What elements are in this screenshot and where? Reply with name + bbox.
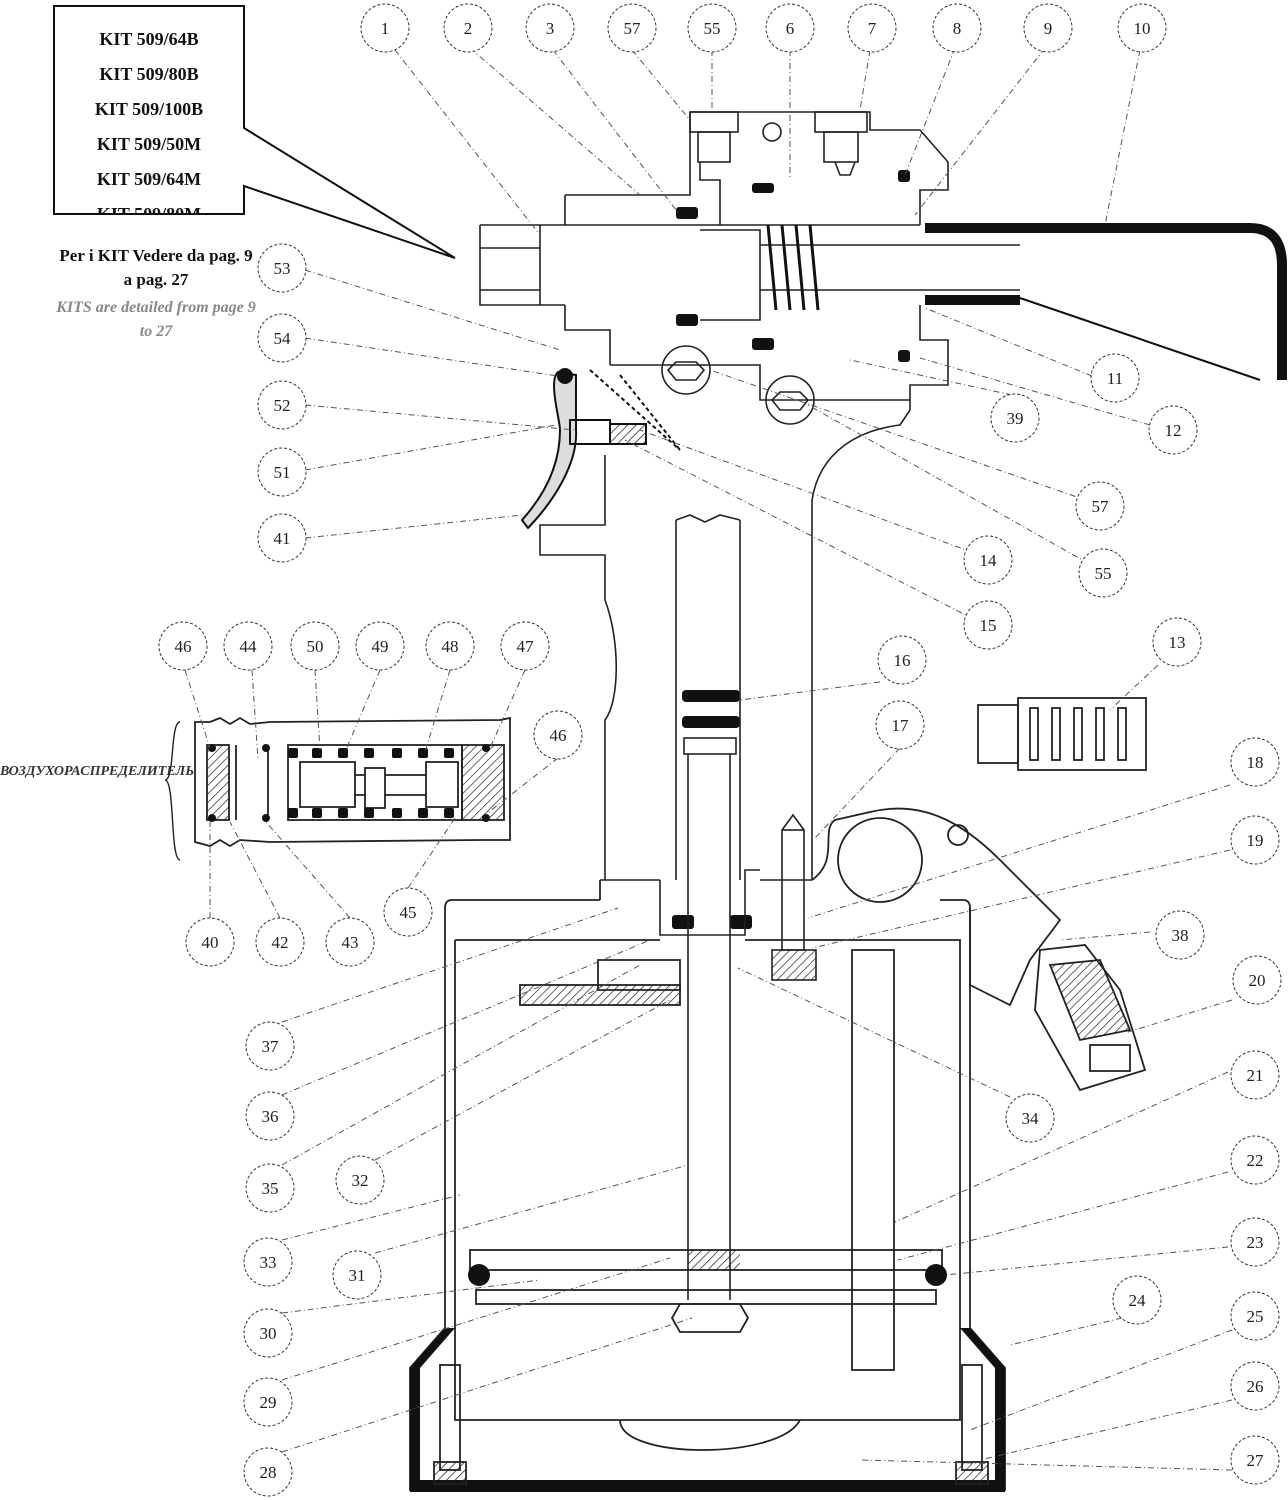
callout-42: 42: [272, 933, 289, 952]
callout-markers: [158, 3, 1282, 1497]
callout-32: 32: [352, 1171, 369, 1190]
callout-27: 27: [1247, 1451, 1265, 1470]
callout-46-right: 46: [550, 726, 567, 745]
callout-48: 48: [442, 637, 459, 656]
cylinder-bottom-cap: [410, 1250, 1005, 1492]
spring-part: [766, 224, 820, 311]
callout-49: 49: [372, 637, 389, 656]
callout-22: 22: [1247, 1151, 1264, 1170]
callout-6: 6: [786, 19, 795, 38]
kit-item: KIT 509/50M: [96, 134, 202, 154]
callout-40: 40: [202, 933, 219, 952]
callout-53: 53: [274, 259, 291, 278]
callout-23: 23: [1247, 1233, 1264, 1252]
callout-35: 35: [262, 1179, 279, 1198]
callout-8: 8: [953, 19, 962, 38]
callout-29: 29: [260, 1393, 277, 1412]
callout-16: 16: [894, 651, 911, 670]
filter-part-13: [977, 697, 1147, 771]
callout-1: 1: [381, 19, 390, 38]
callout-54: 54: [274, 329, 292, 348]
callout-52: 52: [274, 396, 291, 415]
kit-item: KIT 509/100B: [94, 99, 204, 119]
leader-lines: [184, 47, 1233, 1471]
callout-55-side: 55: [1095, 564, 1112, 583]
callout-10: 10: [1134, 19, 1151, 38]
callout-45: 45: [400, 903, 417, 922]
callout-31: 31: [349, 1266, 366, 1285]
air-distributor-detail: [164, 716, 511, 861]
callout-43: 43: [342, 933, 359, 952]
callout-19: 19: [1247, 831, 1264, 850]
callout-15: 15: [980, 616, 997, 635]
callout-34: 34: [1022, 1109, 1040, 1128]
kit-item: KIT 509/80B: [99, 64, 199, 84]
callout-51: 51: [274, 463, 291, 482]
callout-7: 7: [868, 19, 877, 38]
callout-36: 36: [262, 1107, 279, 1126]
callout-18: 18: [1247, 753, 1264, 772]
air-distributor-label: ВОЗДУХОРАСПРЕДЕЛИТЕЛЬ: [0, 764, 195, 779]
distributor-seals: [208, 744, 490, 822]
callout-38: 38: [1172, 926, 1189, 945]
callout-24: 24: [1129, 1291, 1147, 1310]
cylinder-body: [409, 880, 1006, 1491]
callout-25: 25: [1247, 1307, 1264, 1326]
lever-bracket: [811, 807, 1147, 1092]
callout-30: 30: [260, 1324, 277, 1343]
callout-28: 28: [260, 1463, 277, 1482]
callout-55-top: 55: [704, 19, 721, 38]
kit-note-italian: Per i KIT Vedere da pag. 9 a pag. 27: [59, 246, 253, 289]
callout-20: 20: [1249, 971, 1266, 990]
callout-21: 21: [1247, 1066, 1264, 1085]
callout-11: 11: [1107, 369, 1123, 388]
kit-list: KIT 509/64B KIT 509/80B KIT 509/100B KIT…: [54, 6, 244, 214]
hose-tail: [925, 223, 1287, 380]
callout-44: 44: [240, 637, 258, 656]
callout-2: 2: [464, 19, 473, 38]
seals: [672, 170, 910, 929]
callout-33: 33: [260, 1253, 277, 1272]
callout-47: 47: [517, 637, 535, 656]
callout-12: 12: [1165, 421, 1182, 440]
callout-numbers: 1 2 3 57 55 6 7 8 9 10 53 54 52 51 41 11…: [175, 19, 1266, 1482]
callout-3: 3: [546, 19, 555, 38]
kit-item: KIT 509/64M: [96, 169, 202, 189]
callout-39: 39: [1007, 409, 1024, 428]
hex-screws: [661, 345, 815, 425]
kit-callout-box: [53, 5, 456, 259]
tool-head-body: [479, 111, 1020, 880]
kit-item: KIT 509/64B: [99, 29, 199, 49]
kit-item: KIT 509/80M: [96, 204, 202, 214]
callout-37: 37: [262, 1037, 280, 1056]
trigger-lever: [520, 368, 681, 530]
callout-14: 14: [980, 551, 998, 570]
kit-note-english: KITS are detailed from page 9 to 27: [56, 299, 256, 340]
callout-57-top: 57: [624, 19, 642, 38]
central-rod-assembly: [600, 514, 817, 1300]
callout-50: 50: [307, 637, 324, 656]
callout-46-top: 46: [175, 637, 192, 656]
callout-41: 41: [274, 529, 291, 548]
callout-9: 9: [1044, 19, 1053, 38]
nut-28: [433, 1303, 989, 1485]
callout-17: 17: [892, 716, 910, 735]
callout-13: 13: [1169, 633, 1186, 652]
callout-57-side: 57: [1092, 497, 1110, 516]
callout-26: 26: [1247, 1377, 1264, 1396]
